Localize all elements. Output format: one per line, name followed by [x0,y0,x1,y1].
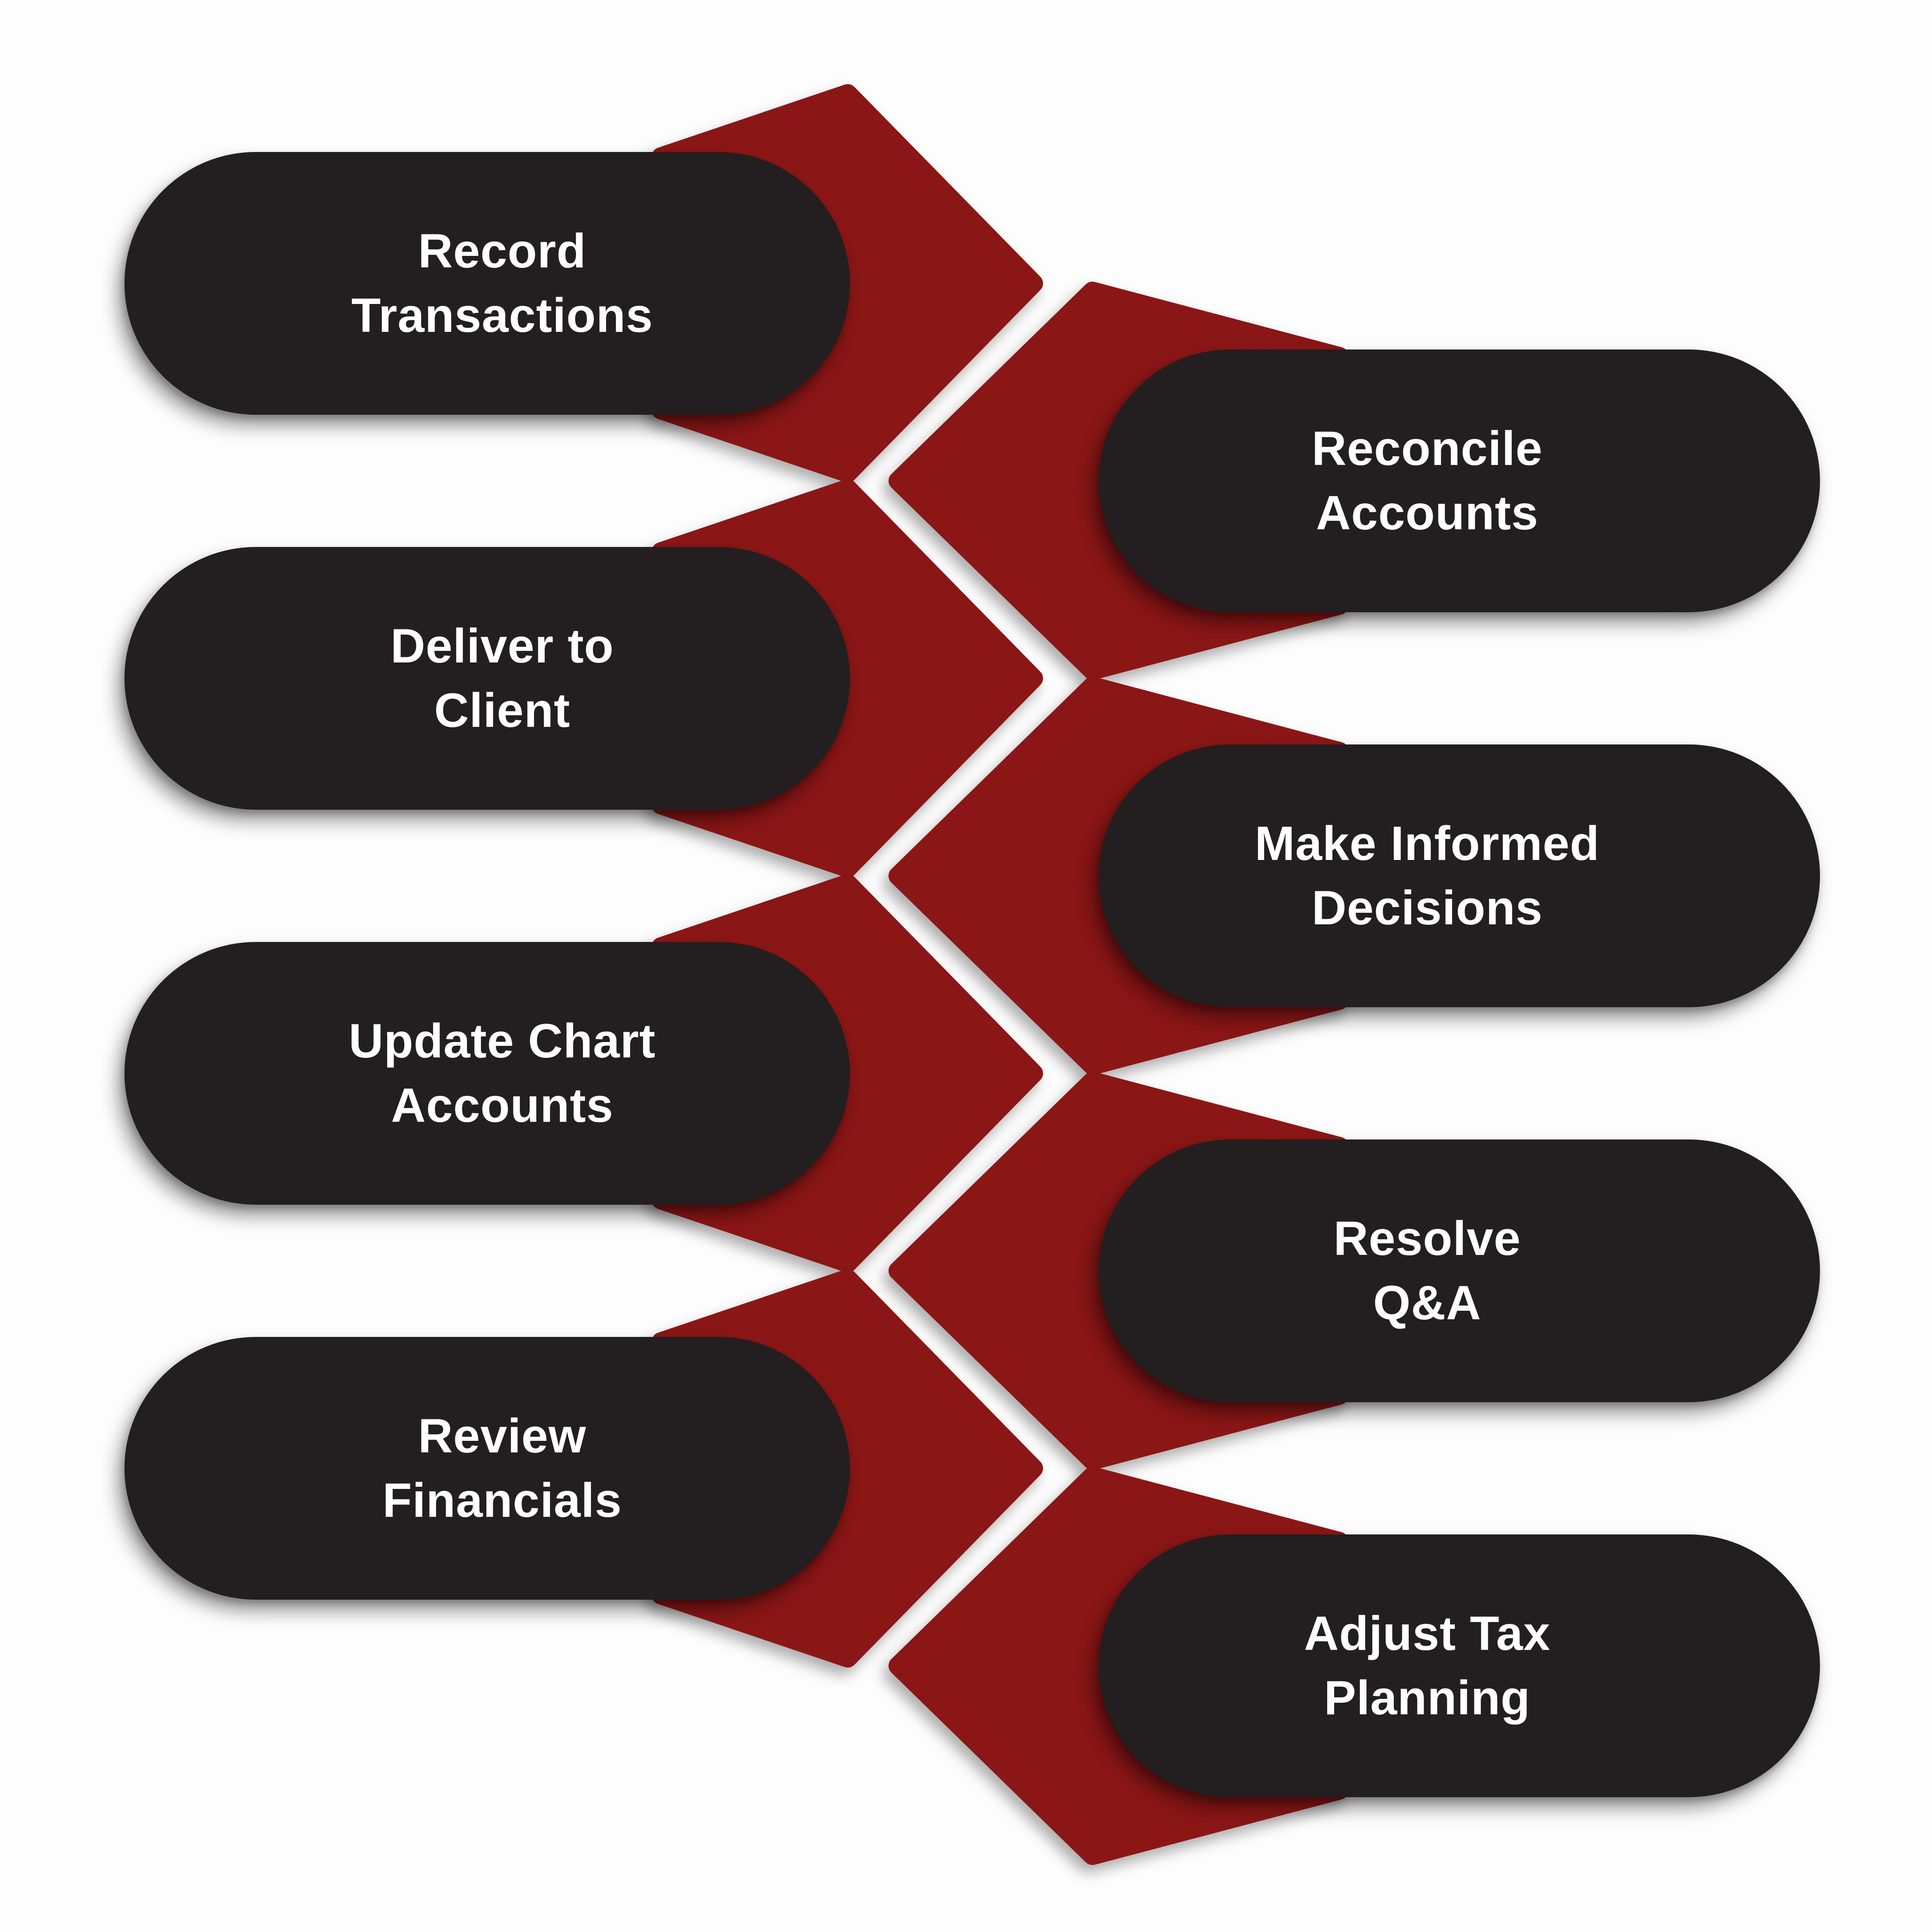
step-label-line: Resolve [1333,1212,1521,1265]
step-label-line: Q&A [1373,1276,1481,1330]
step-label-line: Update Chart [349,1014,656,1068]
step-label: Deliver to Client [391,614,614,743]
step-label-line: Transactions [351,289,653,342]
step-label-line: Reconcile [1311,422,1543,475]
step-label-line: Review [418,1409,586,1463]
step-label-line: Record [418,224,586,278]
step-label-line: Decisions [1311,881,1543,935]
step-label-line: Financials [382,1473,622,1527]
step-label-line: Make Informed [1255,817,1600,870]
step-label-line: Adjust Tax [1304,1607,1551,1660]
step-pill-3: Deliver to Client [124,547,850,810]
step-label-line: Accounts [1316,486,1539,540]
step-label-line: Client [434,683,570,737]
step-label-line: Deliver to [390,619,614,673]
step-label-line: Planning [1324,1671,1531,1725]
step-label-line: Accounts [391,1078,614,1132]
